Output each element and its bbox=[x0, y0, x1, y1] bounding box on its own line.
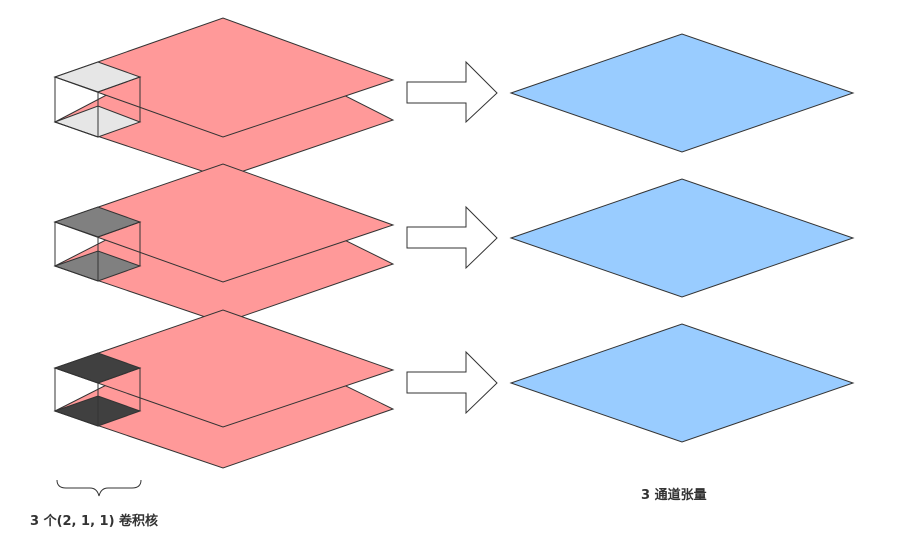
output-channel-2 bbox=[509, 178, 855, 298]
kernel-brace bbox=[56, 479, 142, 497]
kernel-connector-mid bbox=[54, 76, 99, 93]
conv-group-2 bbox=[53, 163, 855, 324]
arrow-right bbox=[406, 205, 498, 270]
kernel-connector bbox=[54, 221, 141, 282]
input-layer-top bbox=[53, 309, 395, 428]
kernels-caption: 3 个(2, 1, 1) 卷积核 bbox=[30, 514, 159, 529]
kernel-connector bbox=[54, 367, 141, 427]
kernel-connector-mid bbox=[54, 121, 99, 138]
kernel-connector-mid bbox=[54, 367, 99, 384]
arrow-right bbox=[406, 350, 498, 415]
conv-group-3 bbox=[53, 309, 855, 469]
input-layer-top bbox=[53, 163, 395, 283]
conv-group-1 bbox=[53, 17, 855, 179]
output-channel-3 bbox=[509, 323, 855, 443]
output-caption: 3 通道张量 bbox=[641, 488, 707, 503]
input-layer-top bbox=[53, 17, 395, 138]
kernel-connector-mid bbox=[54, 221, 99, 238]
output-channel-1 bbox=[509, 33, 855, 153]
kernel-connector bbox=[54, 76, 141, 138]
arrow-right bbox=[406, 60, 498, 124]
